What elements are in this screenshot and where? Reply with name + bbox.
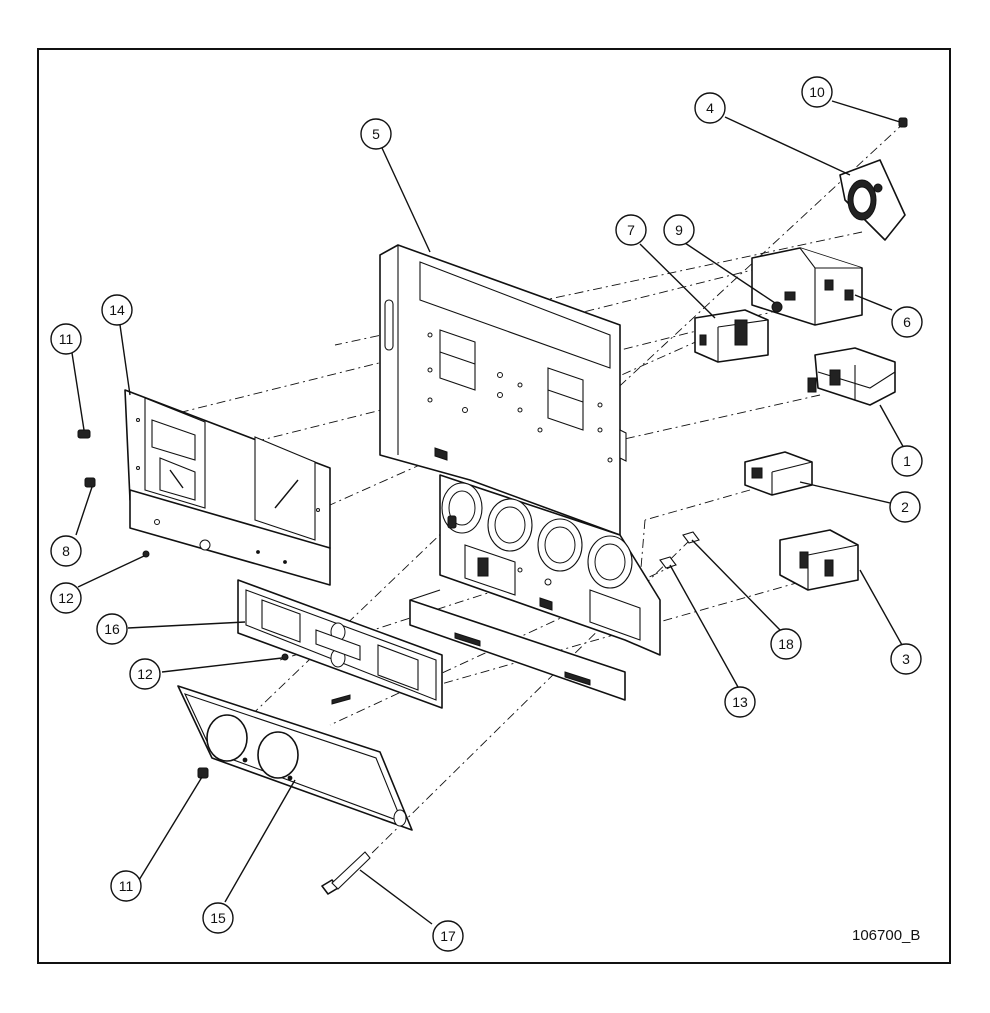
callout-18: 18 [770, 628, 802, 660]
svg-text:10: 10 [809, 84, 825, 100]
callout-13: 13 [724, 686, 756, 718]
screw-part-11-top [77, 429, 91, 439]
svg-text:13: 13 [732, 694, 748, 710]
screw-part-12-left [142, 550, 150, 558]
svg-text:16: 16 [104, 621, 120, 637]
receptacle-part-3 [779, 529, 859, 591]
bottom-cover [177, 685, 413, 831]
callout-6: 6 [891, 306, 923, 338]
screw-part-12-center [281, 653, 289, 661]
callout-9: 9 [663, 214, 695, 246]
callout-1: 1 [891, 445, 923, 477]
screw-part-11-bottom [197, 767, 209, 779]
callout-7: 7 [615, 214, 647, 246]
svg-text:3: 3 [902, 651, 910, 667]
screw-center [331, 694, 351, 705]
main-bracket-panel [379, 244, 661, 701]
breaker-part-1 [807, 347, 896, 406]
switch-part-7 [694, 309, 769, 363]
svg-text:11: 11 [119, 878, 134, 894]
callout-11-bottom: 11 [110, 870, 142, 902]
svg-text:14: 14 [109, 302, 125, 318]
svg-text:8: 8 [62, 543, 70, 559]
callout-10: 10 [801, 76, 833, 108]
callout-8: 8 [50, 535, 82, 567]
callout-15: 15 [202, 902, 234, 934]
svg-text:5: 5 [372, 126, 380, 142]
callout-11-top: 11 [50, 323, 82, 355]
svg-text:2: 2 [901, 499, 909, 515]
callout-2: 2 [889, 491, 921, 523]
callout-17: 17 [432, 920, 464, 952]
svg-text:17: 17 [440, 928, 456, 944]
svg-text:6: 6 [903, 314, 911, 330]
drawing-frame [37, 48, 951, 964]
callout-16: 16 [96, 613, 128, 645]
callout-12-left: 12 [50, 582, 82, 614]
circuit-breaker-part-4 [839, 159, 906, 241]
breaker-block-part-6 [751, 247, 863, 326]
nut-part-13 [659, 556, 677, 569]
breaker-part-2 [744, 451, 813, 496]
svg-text:11: 11 [59, 331, 74, 347]
callout-4: 4 [694, 92, 726, 124]
svg-text:15: 15 [210, 910, 226, 926]
leader-lines [71, 100, 906, 925]
receptacle-plate [237, 579, 443, 709]
callout-14: 14 [101, 294, 133, 326]
bolt-shank-part-17 [331, 851, 371, 890]
svg-text:7: 7 [627, 222, 635, 238]
nut-part-18 [682, 531, 700, 544]
svg-text:12: 12 [137, 666, 153, 682]
fasteners [77, 429, 700, 895]
nut-part-9 [771, 301, 783, 313]
svg-text:9: 9 [675, 222, 683, 238]
callout-5: 5 [360, 118, 392, 150]
callout-3: 3 [890, 643, 922, 675]
svg-text:1: 1 [903, 453, 911, 469]
svg-text:18: 18 [778, 636, 794, 652]
screw-part-10 [898, 117, 908, 128]
svg-text:12: 12 [58, 590, 74, 606]
front-panel [124, 389, 331, 586]
drawing-number: 106700_B [852, 927, 921, 944]
svg-text:4: 4 [706, 100, 714, 116]
callout-12-center: 12 [129, 658, 161, 690]
screw-part-8 [84, 477, 96, 488]
